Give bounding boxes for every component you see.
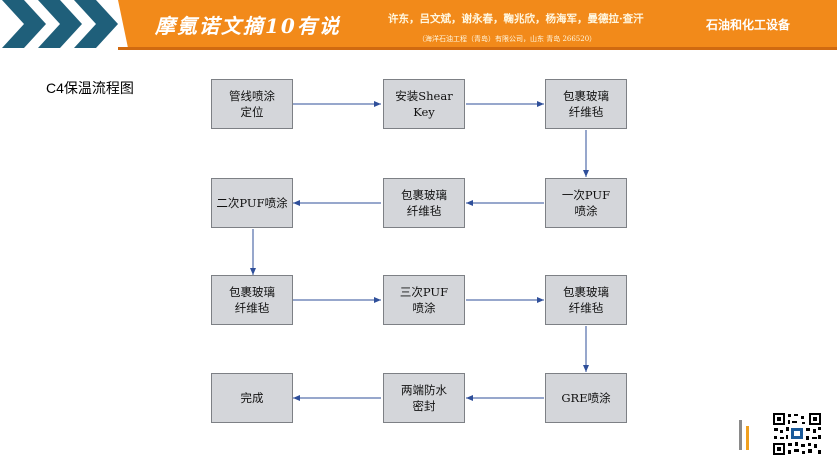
flow-node-pipe-spray-positioning: 管线喷涂 定位	[211, 79, 293, 129]
flow-node-wrap-fiberglass-2: 包裹玻璃 纤维毡	[383, 178, 465, 228]
flow-node-complete: 完成	[211, 373, 293, 423]
chevron-icon-3	[74, 0, 118, 48]
flow-node-wrap-fiberglass-4: 包裹玻璃 纤维毡	[545, 275, 627, 325]
flow-node-wrap-fiberglass-1: 包裹玻璃 纤维毡	[545, 79, 627, 129]
footer-divider-gray	[739, 420, 742, 450]
flow-node-puf-spray-1: 一次PUF 喷涂	[545, 178, 627, 228]
qr-code-icon	[772, 412, 822, 456]
page-title: C4保温流程图	[46, 80, 134, 96]
flow-node-puf-spray-2: 二次PUF喷涂	[211, 178, 293, 228]
author-list: 许东，吕文斌，谢永春，鞠兆欣，杨海军，曼德拉·查汗	[388, 13, 644, 25]
flow-node-gre-spray: GRE喷涂	[545, 373, 627, 423]
flow-node-install-shear-key: 安装Shear Key	[383, 79, 465, 129]
section-label: 石油和化工设备	[706, 18, 791, 32]
chevron-icon-1	[2, 0, 46, 48]
chevron-icon-2	[38, 0, 82, 48]
flow-node-puf-spray-3: 三次PUF 喷涂	[383, 275, 465, 325]
header-underline	[118, 47, 837, 50]
header-graphic	[0, 0, 837, 52]
brand-title: 摩氪诺文摘10有说	[155, 14, 341, 38]
header-orange-band	[118, 0, 837, 48]
flow-node-wrap-fiberglass-3: 包裹玻璃 纤维毡	[211, 275, 293, 325]
flow-node-end-waterproof-seal: 两端防水 密封	[383, 373, 465, 423]
header-banner: 摩氪诺文摘10有说 许东，吕文斌，谢永春，鞠兆欣，杨海军，曼德拉·查汗 （海洋石…	[0, 0, 837, 52]
author-address: （海洋石油工程（青岛）有限公司，山东 青岛 266520）	[418, 35, 597, 43]
footer-divider-orange	[746, 426, 749, 450]
